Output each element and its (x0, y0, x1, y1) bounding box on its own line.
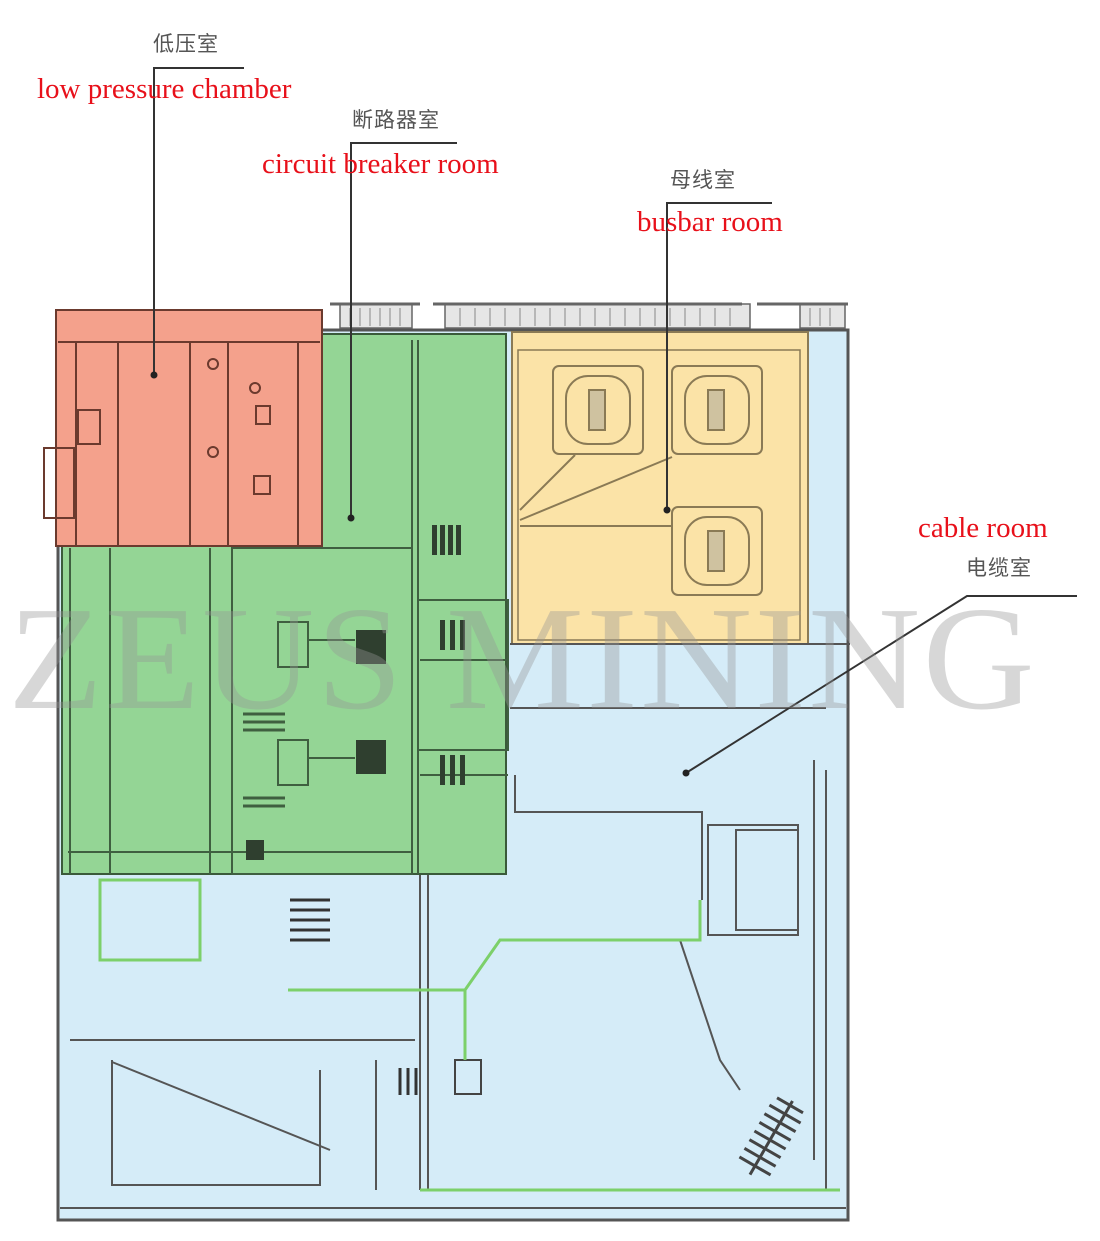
leader-low-pressure (153, 67, 244, 375)
label-low-pressure-cn: 低压室 (153, 32, 219, 56)
leader-busbar (666, 202, 772, 510)
watermark-text: ZEUS MINING (8, 577, 1037, 741)
busbar-room-region (511, 331, 809, 645)
leader-cable (685, 595, 1077, 774)
label-cable-cn: 电缆室 (966, 556, 1032, 580)
label-cable-en: cable room (918, 512, 1048, 544)
label-circuit-breaker-en: circuit breaker room (262, 148, 499, 180)
busbar-bushings (519, 365, 763, 596)
top-grilles (330, 302, 848, 329)
leader-circuit-breaker (350, 142, 457, 518)
label-busbar-cn: 母线室 (670, 168, 736, 192)
label-low-pressure-en: low pressure chamber (37, 73, 292, 105)
label-circuit-breaker-cn: 断路器室 (352, 108, 440, 132)
label-busbar-en: busbar room (637, 206, 783, 238)
leader-lines (153, 67, 1077, 774)
